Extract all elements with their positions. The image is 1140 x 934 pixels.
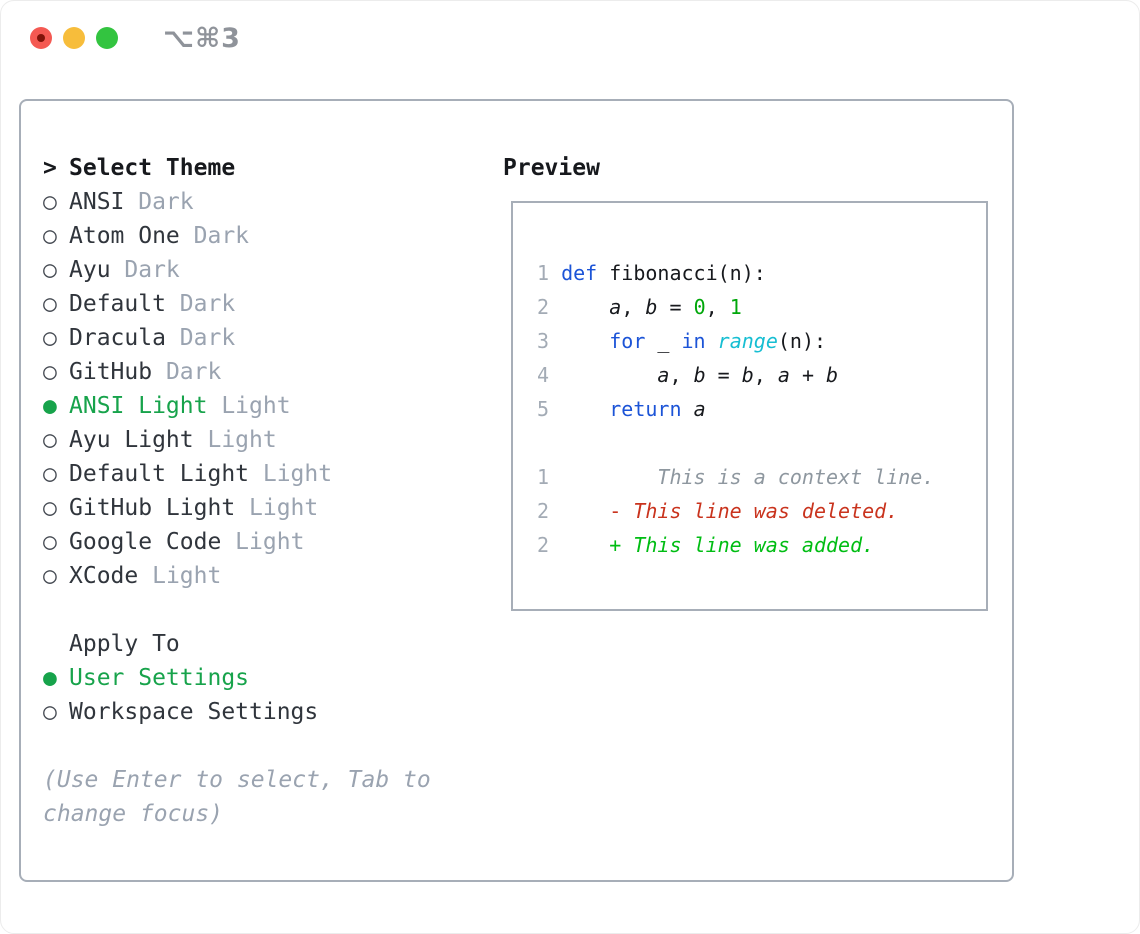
apply-to-title: Apply To	[69, 631, 180, 657]
radio-icon: ○	[43, 257, 57, 283]
apply-option-user-settings[interactable]: ● User Settings	[43, 661, 493, 695]
theme-item-ansi[interactable]: ○ ANSI Dark	[43, 185, 493, 219]
theme-variant: Dark	[124, 189, 194, 215]
zoom-button[interactable]	[96, 27, 118, 49]
preview-box: 1 def fibonacci(n): 2 a, b = 0, 1 3 for _ …	[511, 201, 988, 611]
theme-name: Default	[69, 291, 166, 317]
radio-icon: ○	[43, 291, 57, 317]
help-line: (Use Enter to select, Tab to	[43, 767, 431, 793]
diff-line-context: 1 This is a context line.	[537, 465, 935, 489]
line-number: 5	[537, 397, 550, 421]
theme-variant: Light	[221, 529, 305, 555]
theme-name: ANSI Light	[69, 393, 208, 419]
preview-title: Preview	[503, 155, 600, 181]
spacer	[43, 729, 493, 763]
window-shortcut-label: ⌥⌘3	[163, 23, 241, 54]
close-button[interactable]	[30, 27, 52, 49]
minimize-button[interactable]	[63, 27, 85, 49]
theme-name: Ayu Light	[69, 427, 194, 453]
main-box: > Select Theme ○ ANSI Dark ○ Atom One Dark ○ A…	[19, 99, 1014, 882]
radio-icon: ○	[43, 461, 57, 487]
theme-variant: Light	[207, 393, 291, 419]
apply-option-workspace-settings[interactable]: ○ Workspace Settings	[43, 695, 493, 729]
theme-name: Atom One	[69, 223, 180, 249]
theme-variant: Dark	[110, 257, 180, 283]
theme-list: ○ ANSI Dark ○ Atom One Dark ○ Ayu Dark ○ Defaul…	[43, 185, 493, 593]
code-line: 3 for _ in range(n):	[537, 329, 827, 353]
apply-option-label: Workspace Settings	[69, 699, 319, 725]
theme-item-ansi-light[interactable]: ● ANSI Light Light	[43, 389, 493, 423]
theme-list-header: > Select Theme	[43, 151, 493, 185]
code-line: 2 a, b = 0, 1	[537, 295, 742, 319]
code-line: 4 a, b = b, a + b	[537, 363, 839, 387]
diff-line-deleted: 2 - This line was deleted.	[537, 499, 899, 523]
line-number: 1	[537, 465, 550, 489]
radio-icon: ○	[43, 223, 57, 249]
theme-variant: Light	[193, 427, 277, 453]
blank-line	[537, 426, 986, 460]
diff-line-added: 2 + This line was added.	[537, 533, 875, 557]
theme-item-xcode[interactable]: ○ XCode Light	[43, 559, 493, 593]
theme-name: ANSI	[69, 189, 125, 215]
line-number: 2	[537, 533, 550, 557]
theme-item-atom-one[interactable]: ○ Atom One Dark	[43, 219, 493, 253]
theme-item-github[interactable]: ○ GitHub Dark	[43, 355, 493, 389]
apply-to-list: ● User Settings ○ Workspace Settings	[43, 661, 493, 729]
radio-icon: ○	[43, 325, 57, 351]
theme-variant: Dark	[179, 223, 250, 249]
theme-item-ayu-light[interactable]: ○ Ayu Light Light	[43, 423, 493, 457]
theme-selector-panel: > Select Theme ○ ANSI Dark ○ Atom One Dark ○ A…	[43, 151, 493, 831]
theme-name: GitHub Light	[69, 495, 236, 521]
help-line: change focus)	[43, 801, 224, 827]
theme-name: Dracula	[69, 325, 166, 351]
code-preview: 1 def fibonacci(n): 2 a, b = 0, 1 3 for _ …	[537, 256, 986, 426]
help-text: (Use Enter to select, Tab to change focus…	[43, 763, 493, 831]
radio-icon: ○	[43, 495, 57, 521]
theme-item-default-light[interactable]: ○ Default Light Light	[43, 457, 493, 491]
radio-icon: ○	[43, 699, 57, 725]
diff-preview: 1 This is a context line. 2 - This line w…	[537, 460, 986, 562]
code-line: 5 return a	[537, 397, 706, 421]
theme-item-google-code[interactable]: ○ Google Code Light	[43, 525, 493, 559]
radio-icon: ○	[43, 359, 57, 385]
theme-list-title: Select Theme	[69, 155, 236, 181]
radio-icon: ○	[43, 563, 57, 589]
line-number: 3	[537, 329, 550, 353]
theme-variant: Light	[235, 495, 319, 521]
spacer	[43, 593, 493, 627]
radio-icon: ○	[43, 529, 57, 555]
theme-item-dracula[interactable]: ○ Dracula Dark	[43, 321, 493, 355]
theme-variant: Dark	[165, 325, 236, 351]
radio-icon: ○	[43, 189, 57, 215]
line-number: 1	[537, 261, 550, 285]
line-number: 2	[537, 499, 550, 523]
theme-name: Ayu	[69, 257, 111, 283]
titlebar: ⌥⌘3	[1, 1, 1139, 99]
line-number: 2	[537, 295, 550, 319]
theme-variant: Light	[138, 563, 222, 589]
radio-icon: ●	[43, 665, 57, 691]
radio-icon: ●	[43, 393, 57, 419]
code-line: 1 def fibonacci(n):	[537, 261, 766, 285]
theme-item-default[interactable]: ○ Default Dark	[43, 287, 493, 321]
radio-icon: ○	[43, 427, 57, 453]
apply-to-header: Apply To	[43, 627, 493, 661]
theme-name: Default Light	[69, 461, 250, 487]
line-number: 4	[537, 363, 550, 387]
theme-variant: Dark	[152, 359, 222, 385]
focus-caret-icon: >	[43, 155, 57, 181]
theme-name: Google Code	[69, 529, 222, 555]
theme-item-github-light[interactable]: ○ GitHub Light Light	[43, 491, 493, 525]
theme-variant: Dark	[165, 291, 236, 317]
apply-option-label: User Settings	[69, 665, 250, 691]
theme-name: GitHub	[69, 359, 153, 385]
empty-marker	[43, 627, 69, 661]
theme-variant: Light	[249, 461, 333, 487]
theme-item-ayu[interactable]: ○ Ayu Dark	[43, 253, 493, 287]
theme-name: XCode	[69, 563, 139, 589]
